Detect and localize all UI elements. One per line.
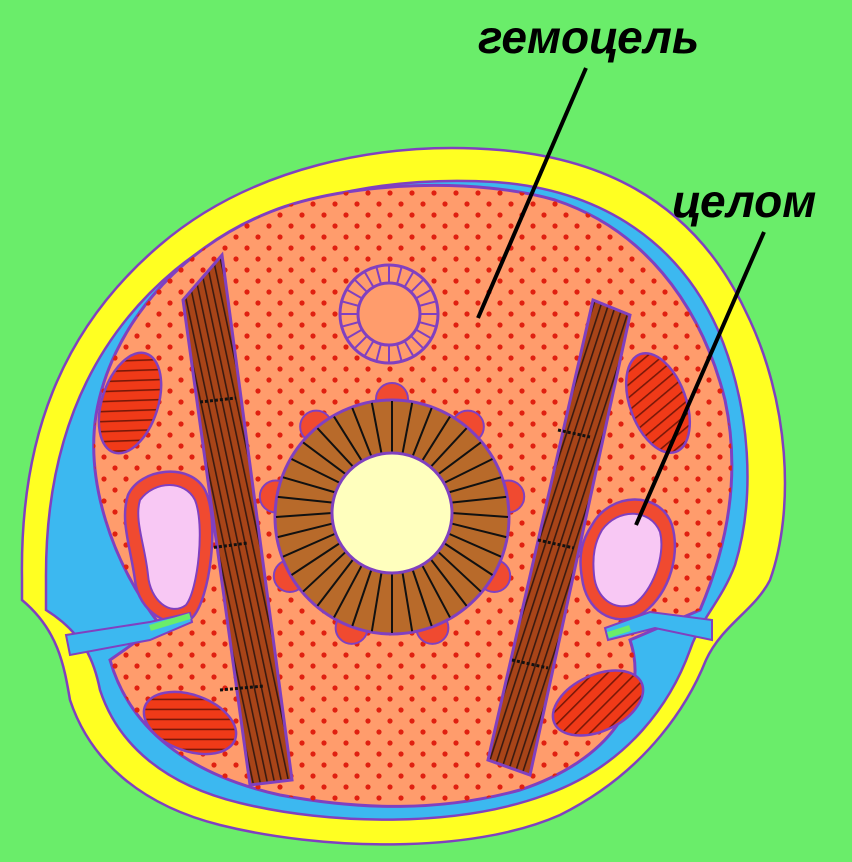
coelom-label: целом xyxy=(672,178,816,224)
dorsal-vessel-ring xyxy=(340,265,438,363)
hemocoel-label: гемоцель xyxy=(478,14,699,60)
gut-lumen xyxy=(332,453,452,573)
